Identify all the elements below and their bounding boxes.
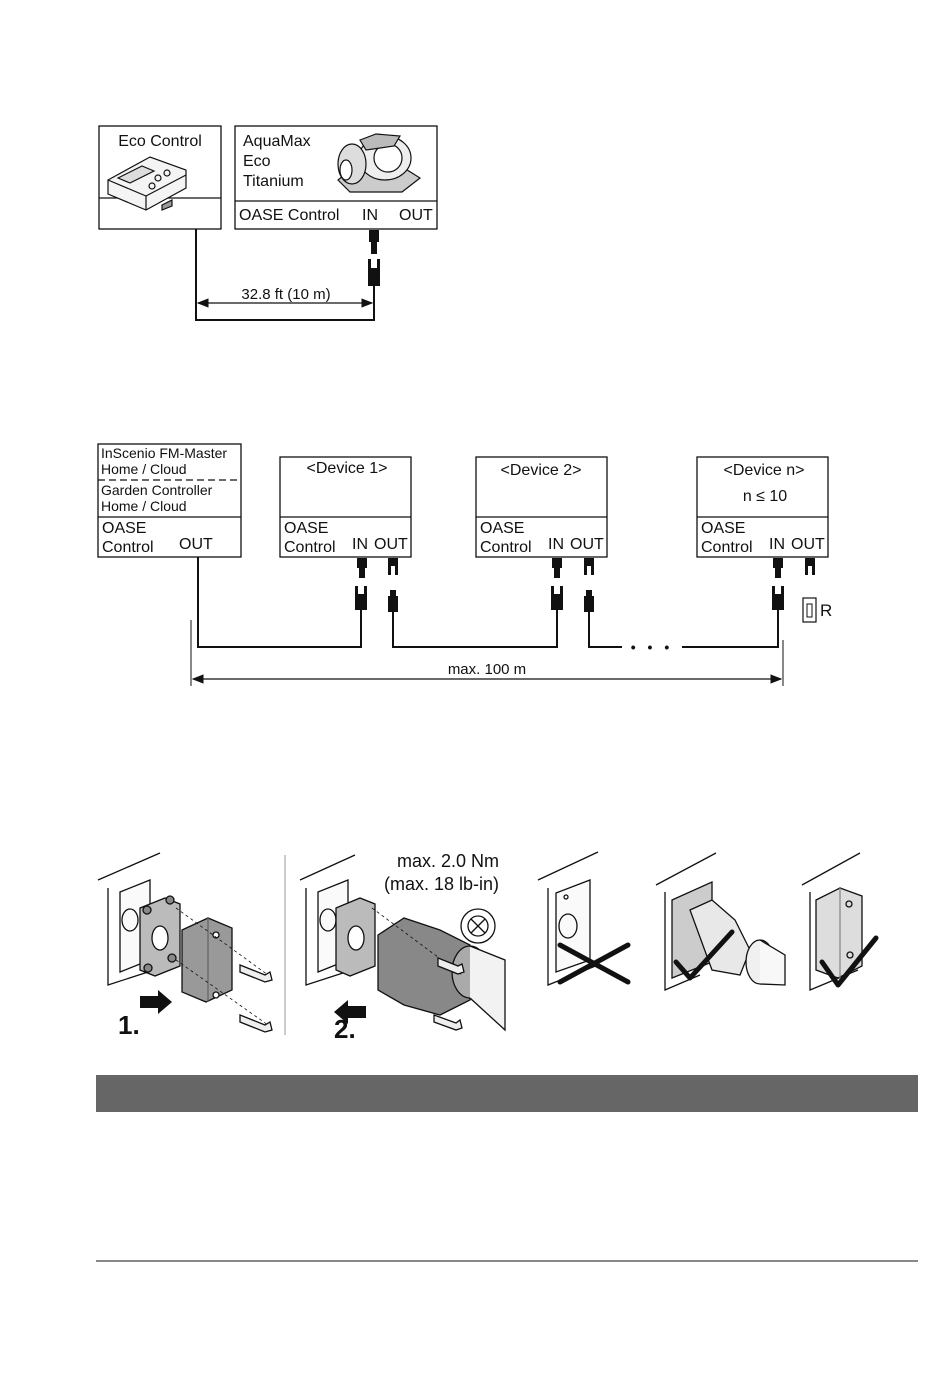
chain-ellipsis: • • •	[631, 639, 673, 655]
plugs-device-2	[551, 558, 594, 612]
step-2-label: 2.	[334, 1014, 356, 1044]
cross-mark-icon	[557, 942, 631, 985]
open-socket-wrong-illustration	[537, 851, 631, 986]
diagram-eco-control: Eco Control AquaMax Eco Titanium	[98, 125, 438, 321]
plugs-device-1	[355, 558, 398, 612]
device-n-limit-note: n ≤ 10	[743, 488, 787, 505]
torque-line-2: (max. 18 lb-in)	[384, 874, 499, 894]
device-1-name: <Device 1>	[307, 460, 388, 477]
device-1-box: <Device 1> OASE Control IN OUT	[279, 456, 412, 558]
aquamax-pump-box: AquaMax Eco Titanium OASE Control IN OUT	[234, 125, 438, 230]
pump-icon	[337, 133, 422, 193]
master-control-line-1: OASE	[102, 520, 146, 537]
plug-pair-d1	[368, 230, 380, 286]
pump-name-line-3: Titanium	[243, 173, 304, 190]
device-2-control-line-1: OASE	[480, 520, 524, 537]
device-n-out-label: OUT	[791, 536, 825, 553]
max-length-label: max. 100 m	[448, 661, 526, 678]
master-name-line-1: InScenio FM-Master	[101, 445, 227, 461]
device-1-control-line-1: OASE	[284, 520, 328, 537]
pump-in-port-label: IN	[362, 207, 378, 224]
garden-controller-line-2: Home / Cloud	[101, 498, 187, 514]
terminator-label: R	[820, 601, 832, 620]
device-1-out-label: OUT	[374, 536, 408, 553]
master-controller-box: InScenio FM-Master Home / Cloud Garden C…	[97, 443, 242, 558]
garden-controller-line-1: Garden Controller	[101, 482, 213, 498]
device-2-name: <Device 2>	[501, 462, 582, 479]
eco-control-label: Eco Control	[118, 133, 202, 150]
pump-out-port-label: OUT	[399, 207, 433, 224]
connector-fitted-correct-illustration	[655, 852, 786, 991]
device-n-control-line-1: OASE	[701, 520, 745, 537]
footer-rule	[96, 1260, 918, 1262]
device-2-control-line-2: Control	[480, 539, 532, 556]
master-out-label: OUT	[179, 536, 213, 553]
eco-control-device-icon	[107, 156, 187, 211]
terminator-resistor: R	[802, 597, 832, 623]
device-n-box: <Device n> n ≤ 10 OASE Control IN OUT	[696, 456, 829, 558]
device-n-control-line-2: Control	[701, 539, 753, 556]
no-screwdriver-icon	[460, 908, 496, 944]
device-1-in-label: IN	[352, 536, 368, 553]
connection-diagrams: Eco Control AquaMax Eco Titanium	[97, 125, 879, 1044]
distance-label-d1: 32.8 ft (10 m)	[241, 286, 330, 303]
cap-fitted-correct-illustration	[801, 852, 879, 991]
device-2-box: <Device 2> OASE Control IN OUT	[475, 456, 608, 558]
eco-control-box: Eco Control	[98, 125, 222, 230]
device-1-control-line-2: Control	[284, 539, 336, 556]
section-header-bar	[96, 1075, 918, 1112]
step-1-label: 1.	[118, 1010, 140, 1040]
device-n-in-label: IN	[769, 536, 785, 553]
check-mark-icon-2	[819, 935, 879, 988]
device-n-name: <Device n>	[724, 462, 805, 479]
master-control-line-2: Control	[102, 539, 154, 556]
diagram-device-chain: InScenio FM-Master Home / Cloud Garden C…	[97, 443, 832, 686]
pump-control-port-label: OASE Control	[239, 207, 339, 224]
check-mark-icon-1	[673, 929, 735, 981]
master-name-line-2: Home / Cloud	[101, 461, 187, 477]
mount-step-2-illustration: 2. max. 2.0 Nm (max. 18 lb-in)	[299, 851, 506, 1044]
cable-d1	[195, 229, 375, 321]
device-2-in-label: IN	[548, 536, 564, 553]
diagram-mounting: 1. 2. max. 2.0 Nm (max. 18 lb-in)	[97, 851, 879, 1044]
cables-d2	[197, 557, 779, 648]
pump-name-line-2: Eco	[243, 153, 271, 170]
plugs-device-n	[772, 558, 815, 610]
device-2-out-label: OUT	[570, 536, 604, 553]
pump-name-line-1: AquaMax	[243, 133, 311, 150]
mount-step-1-illustration: 1.	[97, 852, 273, 1040]
torque-line-1: max. 2.0 Nm	[397, 851, 499, 871]
